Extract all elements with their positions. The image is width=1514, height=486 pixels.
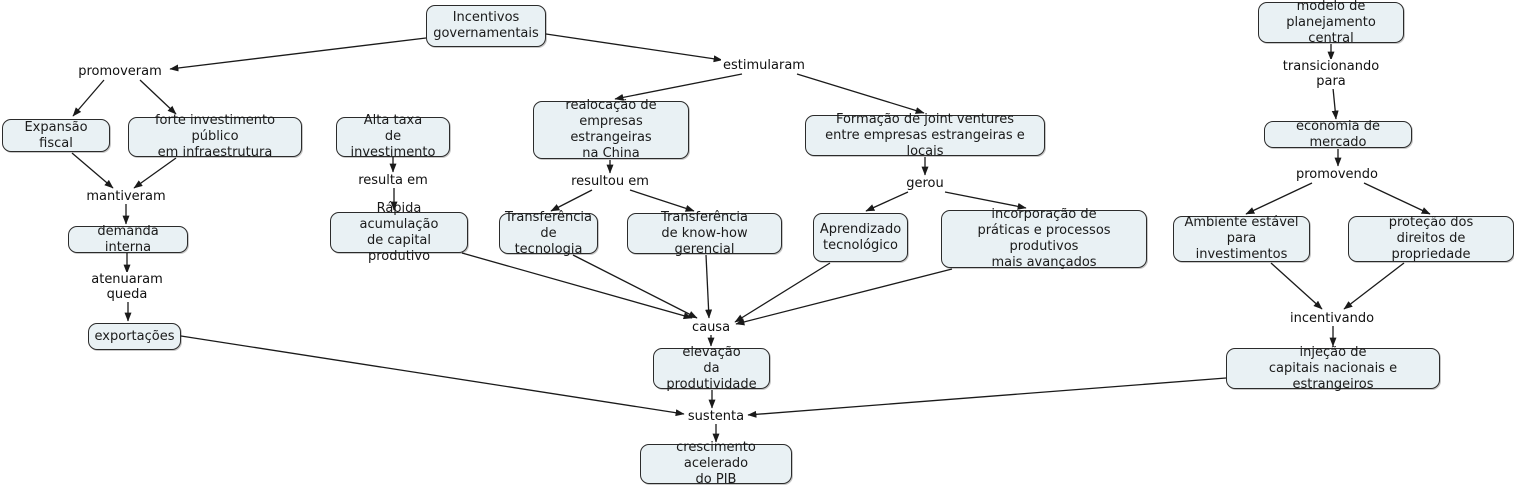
concept-node-aprendizado[interactable]: Aprendizado tecnológico bbox=[813, 213, 908, 262]
edge-expansao-mantiveram bbox=[71, 152, 114, 189]
edge-transicionando-economia bbox=[1331, 87, 1339, 120]
edge-transf_know-causa bbox=[705, 254, 713, 319]
concept-node-exportacoes[interactable]: exportações bbox=[88, 323, 181, 350]
concept-node-ambiente[interactable]: Ambiente estável para investimentos bbox=[1173, 215, 1310, 262]
edge-estimularam-realocacao bbox=[614, 73, 743, 101]
concept-node-elevacao[interactable]: elevação da produtividade bbox=[653, 345, 770, 392]
edge-aprendizado-causa bbox=[734, 262, 831, 323]
edge-incorporacao-causa bbox=[735, 268, 953, 326]
edge-rapida-causa bbox=[461, 252, 693, 320]
edge-promoveram-investimento bbox=[139, 79, 177, 115]
relation-label-atenuaram[interactable]: atenuaram queda bbox=[89, 272, 165, 302]
edge-gerou-aprendizado bbox=[865, 191, 909, 212]
concept-node-economia_mercado[interactable]: economia de mercado bbox=[1264, 119, 1412, 150]
edge-resultou-transf_tec bbox=[550, 189, 593, 212]
concept-node-joint_ventures[interactable]: Formação de joint ventures entre empresa… bbox=[805, 112, 1045, 159]
concept-node-rapida_acum[interactable]: Rápida acumulação de capital produtivo bbox=[330, 201, 468, 264]
edge-gerou-incorporacao bbox=[944, 191, 1027, 210]
edge-incentivos-promoveram bbox=[169, 37, 427, 72]
concept-node-injecao[interactable]: injeção de capitais nacionais e estrange… bbox=[1226, 345, 1440, 392]
concept-node-transf_know[interactable]: Transferência de know-how gerencial bbox=[627, 210, 782, 257]
concept-node-crescimento[interactable]: crescimento acelerado do PIB bbox=[640, 440, 792, 486]
edge-estimularam-joint bbox=[796, 73, 925, 114]
concept-node-modelo_central[interactable]: modelo de planejamento central bbox=[1258, 0, 1404, 46]
edge-promovendo-protecao bbox=[1363, 182, 1431, 215]
concept-node-expansao[interactable]: Expansão fiscal bbox=[2, 119, 110, 152]
relation-label-gerou[interactable]: gerou bbox=[904, 175, 946, 191]
concept-node-incorporacao[interactable]: incorporação de práticas e processos pro… bbox=[941, 207, 1147, 270]
relation-label-promoveram[interactable]: promoveram bbox=[76, 63, 164, 79]
relation-label-estimularam[interactable]: estimularam bbox=[721, 57, 807, 73]
edge-promoveram-expansao bbox=[72, 79, 105, 117]
concept-node-alta_taxa[interactable]: Alta taxa de investimento bbox=[336, 113, 450, 160]
edge-protecao-incentivando bbox=[1343, 262, 1405, 310]
edge-promovendo-ambiente bbox=[1245, 182, 1313, 215]
relation-label-sustenta[interactable]: sustenta bbox=[685, 408, 747, 424]
relation-label-transicionando[interactable]: transicionando para bbox=[1280, 59, 1382, 89]
edge-incentivos-estimularam bbox=[545, 33, 723, 63]
relation-label-resultou_em[interactable]: resultou em bbox=[569, 173, 651, 189]
concept-node-protecao[interactable]: proteção dos direitos de propriedade bbox=[1348, 215, 1514, 262]
edge-injecao-sustenta bbox=[747, 377, 1227, 418]
edge-transf_tec-causa bbox=[572, 254, 698, 319]
concept-node-incentivos[interactable]: Incentivos governamentais bbox=[426, 5, 546, 47]
relation-label-mantiveram[interactable]: mantiveram bbox=[84, 188, 168, 204]
relation-label-incentivando[interactable]: incentivando bbox=[1287, 310, 1377, 326]
edge-investimento-mantiveram bbox=[133, 157, 177, 189]
edge-exportacoes-sustenta bbox=[180, 335, 685, 417]
edge-resultou-transf_know bbox=[629, 189, 695, 212]
relation-label-resulta_em[interactable]: resulta em bbox=[356, 172, 430, 188]
relation-label-promovendo[interactable]: promovendo bbox=[1293, 166, 1381, 182]
concept-node-investimento_pub[interactable]: forte investimento público em infraestru… bbox=[128, 113, 302, 160]
edge-ambiente-incentivando bbox=[1270, 262, 1323, 310]
concept-node-realocacao[interactable]: realocação de empresas estrangeiras na C… bbox=[533, 98, 689, 161]
relation-label-causa[interactable]: causa bbox=[689, 319, 733, 335]
concept-node-demanda[interactable]: demanda interna bbox=[68, 224, 188, 255]
concept-node-transf_tec[interactable]: Transferência de tecnologia bbox=[499, 210, 598, 257]
